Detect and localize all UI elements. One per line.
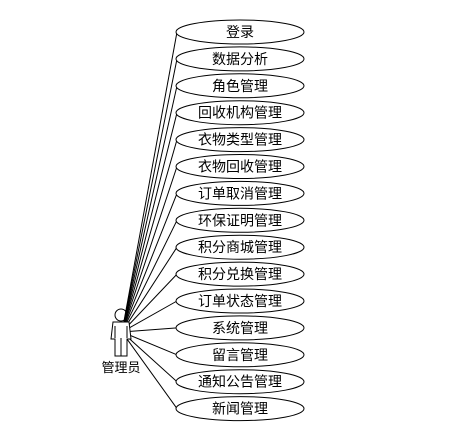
use-case-ellipse (175, 73, 305, 99)
association-line (121, 85, 178, 333)
use-case: 角色管理 (175, 73, 305, 99)
use-case-label: 衣物类型管理 (198, 133, 282, 149)
use-case: 订单取消管理 (175, 180, 305, 206)
use-case-ellipse (175, 234, 305, 260)
use-case-ellipse (175, 315, 305, 341)
use-case: 回收机构管理 (175, 100, 305, 126)
association-line (121, 246, 178, 333)
use-case: 积分兑换管理 (175, 261, 305, 287)
use-case-label: 角色管理 (212, 78, 268, 95)
use-case-ellipse (175, 207, 305, 233)
association-line (121, 58, 178, 333)
use-case-label: 积分兑换管理 (198, 266, 282, 283)
use-case: 衣物类型管理 (175, 127, 305, 153)
use-case-label: 订单取消管理 (198, 186, 282, 202)
association-line (121, 193, 178, 333)
association-line (121, 220, 178, 333)
use-case: 登录 (175, 19, 305, 45)
use-case-ellipse (175, 342, 305, 368)
use-case-ellipse (175, 369, 305, 395)
use-case-label: 登录 (226, 25, 254, 41)
actor-label: 管理员 (101, 361, 140, 376)
association-line (121, 139, 178, 333)
use-case: 留言管理 (175, 342, 305, 368)
use-case-ellipse (175, 154, 305, 179)
use-case-label: 留言管理 (212, 348, 268, 364)
association-line (121, 273, 178, 333)
use-case-ellipse (175, 127, 305, 153)
association-line (121, 300, 178, 333)
use-case: 通知公告管理 (175, 369, 305, 395)
use-case-ellipse (175, 46, 305, 72)
association-line (121, 331, 178, 356)
association-line (121, 166, 178, 333)
actor: 管理员 (101, 308, 141, 376)
use-case: 数据分析 (175, 46, 305, 72)
use-case-ellipse (175, 288, 305, 314)
association-line (121, 31, 178, 333)
use-case-label: 数据分析 (212, 52, 268, 68)
use-case: 系统管理 (175, 315, 305, 341)
use-case: 订单状态管理 (175, 288, 305, 314)
actor-figure-icon (110, 308, 132, 357)
use-case-label: 积分商城管理 (198, 240, 282, 256)
use-case: 新闻管理 (175, 396, 305, 422)
use-case-label: 通知公告管理 (198, 374, 282, 391)
use-case: 积分商城管理 (175, 234, 305, 260)
association-line (121, 331, 178, 383)
use-case-label: 新闻管理 (212, 402, 268, 418)
use-case-ellipse (175, 396, 305, 422)
use-case-group: 登录数据分析角色管理回收机构管理衣物类型管理衣物回收管理订单取消管理环保证明管理… (175, 19, 305, 422)
association-lines (121, 31, 178, 409)
association-line (121, 331, 178, 409)
use-case-ellipse (175, 19, 305, 45)
association-line (121, 327, 178, 333)
use-case: 环保证明管理 (175, 207, 305, 233)
use-case-label: 订单状态管理 (198, 294, 282, 310)
use-case-label: 回收机构管理 (198, 106, 282, 122)
use-case-ellipse (175, 180, 305, 206)
use-case: 衣物回收管理 (175, 154, 305, 179)
use-case-label: 环保证明管理 (198, 213, 282, 229)
association-line (121, 112, 178, 333)
use-case-ellipse (175, 261, 305, 287)
use-case-label: 衣物回收管理 (198, 160, 282, 176)
use-case-label: 系统管理 (212, 321, 268, 337)
use-case-ellipse (175, 100, 305, 126)
